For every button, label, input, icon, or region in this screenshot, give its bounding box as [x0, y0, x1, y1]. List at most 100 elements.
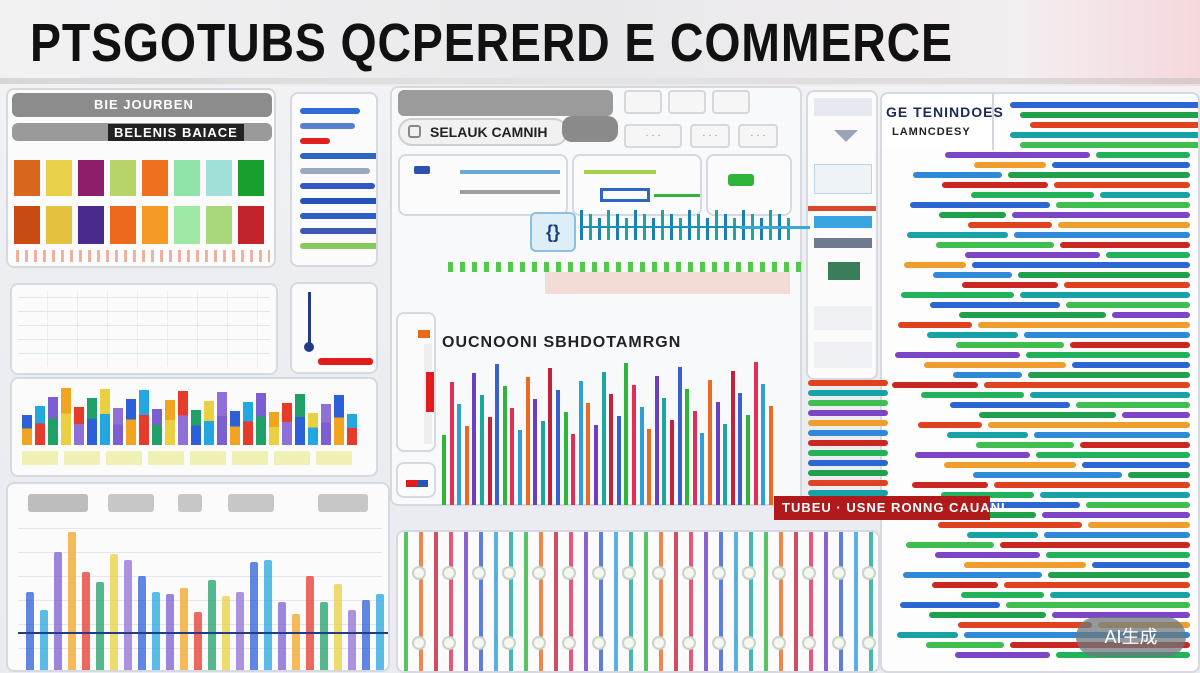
dark-button[interactable]	[562, 116, 618, 142]
node-dot[interactable]	[742, 636, 756, 650]
tab-1[interactable]	[624, 90, 662, 114]
chart-tab[interactable]	[108, 494, 154, 512]
gantt-bar[interactable]	[1076, 402, 1190, 408]
gantt-bar[interactable]	[1058, 222, 1190, 228]
kpi-tile-bottom[interactable]	[14, 206, 40, 244]
node-dot[interactable]	[742, 566, 756, 580]
gantt-bar[interactable]	[903, 572, 1042, 578]
kpi-tile-bottom[interactable]	[46, 206, 72, 244]
kpi-tile-bottom[interactable]	[142, 206, 168, 244]
gantt-bar[interactable]	[906, 542, 994, 548]
legend-chip[interactable]	[274, 451, 310, 465]
gantt-bar[interactable]	[1080, 442, 1190, 448]
vertical-slider-track[interactable]	[308, 292, 311, 346]
node-dot[interactable]	[532, 566, 546, 580]
filter-icon[interactable]	[834, 130, 858, 142]
gantt-bar[interactable]	[947, 432, 1028, 438]
gantt-bar[interactable]	[898, 322, 972, 328]
gantt-bar[interactable]	[974, 162, 1046, 168]
gantt-bar[interactable]	[1096, 152, 1190, 158]
legend-chip[interactable]	[22, 451, 58, 465]
gantt-bar[interactable]	[808, 490, 888, 496]
gantt-bar[interactable]	[972, 262, 1190, 268]
node-dot[interactable]	[412, 636, 426, 650]
gantt-bar[interactable]	[808, 380, 888, 386]
gantt-bar[interactable]	[988, 422, 1190, 428]
gantt-bar[interactable]	[926, 642, 1004, 648]
sidebar-item[interactable]	[814, 98, 872, 116]
gantt-bar[interactable]	[808, 450, 888, 456]
kpi-tile-top[interactable]	[78, 160, 104, 196]
kpi-tile-bottom[interactable]	[110, 206, 136, 244]
node-dot[interactable]	[772, 636, 786, 650]
kpi-tile-bottom[interactable]	[238, 206, 264, 244]
gantt-bar[interactable]	[1036, 452, 1190, 458]
gantt-bar[interactable]	[1106, 252, 1190, 258]
sidebar-item[interactable]	[814, 238, 872, 248]
node-dot[interactable]	[472, 566, 486, 580]
node-dot[interactable]	[532, 636, 546, 650]
gantt-bar[interactable]	[965, 252, 1100, 258]
gantt-bar[interactable]	[1086, 502, 1190, 508]
chart-tab[interactable]	[228, 494, 274, 512]
node-dot[interactable]	[682, 636, 696, 650]
gantt-bar[interactable]	[913, 172, 1002, 178]
gantt-bar[interactable]	[907, 232, 1008, 238]
gantt-bar[interactable]	[1122, 412, 1190, 418]
gantt-bar[interactable]	[808, 480, 888, 486]
gantt-bar[interactable]	[935, 552, 1040, 558]
gantt-bar[interactable]	[897, 632, 958, 638]
chart-tab[interactable]	[178, 494, 202, 512]
gantt-bar[interactable]	[950, 402, 1070, 408]
gantt-bar[interactable]	[958, 622, 1092, 628]
node-dot[interactable]	[802, 636, 816, 650]
gantt-bar[interactable]	[967, 532, 1038, 538]
gantt-bar[interactable]	[1054, 182, 1190, 188]
tab-2[interactable]	[668, 90, 706, 114]
gantt-bar[interactable]	[976, 442, 1074, 448]
node-dot[interactable]	[502, 636, 516, 650]
kpi-tile-top[interactable]	[14, 160, 40, 196]
gantt-bar[interactable]	[808, 440, 888, 446]
gantt-bar[interactable]	[1066, 302, 1190, 308]
legend-chip[interactable]	[316, 451, 352, 465]
node-dot[interactable]	[502, 566, 516, 580]
gantt-bar[interactable]	[994, 482, 1190, 488]
node-dot[interactable]	[712, 566, 726, 580]
chart-tab[interactable]	[28, 494, 88, 512]
search-input[interactable]: SELAUK CAMNIH	[398, 118, 568, 146]
legend-chip[interactable]	[232, 451, 268, 465]
tab-3[interactable]	[712, 90, 750, 114]
gantt-bar[interactable]	[918, 422, 982, 428]
alert-banner[interactable]: TUBEU · USNE RONNG CAUANI	[774, 496, 1005, 520]
gantt-bar[interactable]	[932, 582, 998, 588]
gantt-bar[interactable]	[808, 470, 888, 476]
gantt-bar[interactable]	[1050, 592, 1190, 598]
node-dot[interactable]	[442, 636, 456, 650]
slider-knob[interactable]	[304, 342, 314, 352]
gantt-bar[interactable]	[1008, 172, 1190, 178]
gantt-bar[interactable]	[933, 272, 1012, 278]
node-dot[interactable]	[652, 566, 666, 580]
gantt-bar[interactable]	[930, 302, 1060, 308]
gantt-bar[interactable]	[808, 430, 888, 436]
gantt-bar[interactable]	[942, 182, 1048, 188]
kpi-tile-bottom[interactable]	[174, 206, 200, 244]
gantt-bar[interactable]	[1010, 102, 1198, 108]
gantt-bar[interactable]	[1040, 492, 1190, 498]
kpi-tile-top[interactable]	[46, 160, 72, 196]
gantt-bar[interactable]	[936, 242, 1054, 248]
gantt-bar[interactable]	[970, 502, 1080, 508]
gantt-bar[interactable]	[978, 322, 1190, 328]
gantt-bar[interactable]	[971, 192, 1094, 198]
gantt-bar[interactable]	[945, 152, 1090, 158]
gantt-bar[interactable]	[1030, 122, 1198, 128]
kpi-tile-bottom[interactable]	[206, 206, 232, 244]
gantt-bar[interactable]	[1082, 462, 1190, 468]
node-dot[interactable]	[772, 566, 786, 580]
legend-chip[interactable]	[106, 451, 142, 465]
node-dot[interactable]	[412, 566, 426, 580]
gantt-bar[interactable]	[808, 410, 888, 416]
tab-4[interactable]: · · ·	[624, 124, 682, 148]
node-dot[interactable]	[832, 566, 846, 580]
